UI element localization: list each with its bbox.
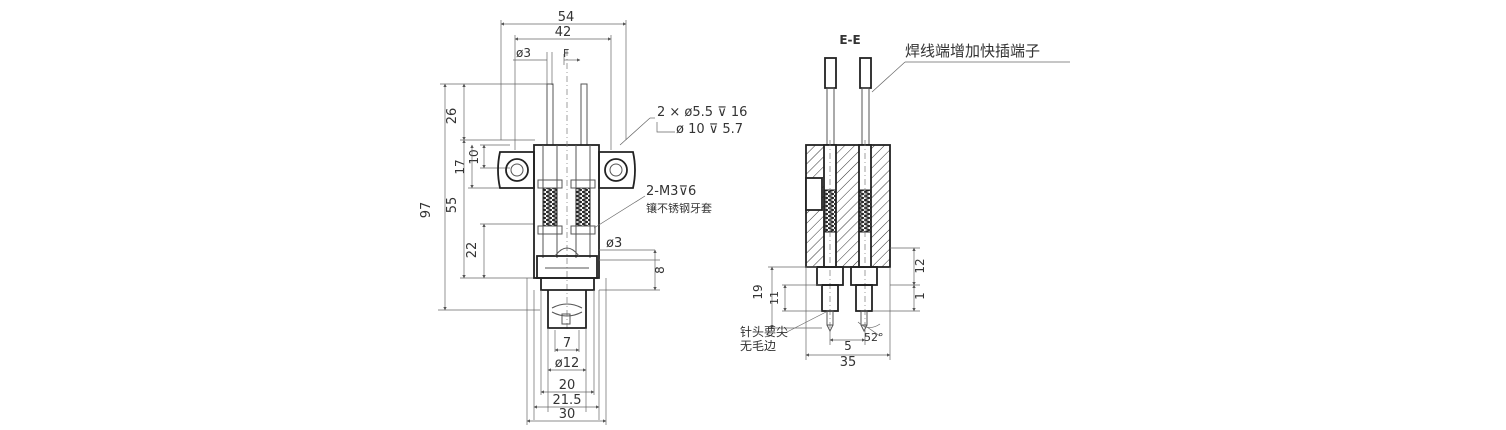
front-view: 54 42 ø3 F 97 26 55 10 17 22 bbox=[419, 10, 747, 425]
note-terminal: 焊线端增加快插端子 bbox=[905, 42, 1040, 60]
dim-1: 1 bbox=[913, 292, 927, 300]
note-hole-line2: ø 10 ⊽ 5.7 bbox=[676, 122, 743, 137]
dim-angle: 52° bbox=[864, 331, 884, 344]
section-label: E-E bbox=[839, 33, 860, 47]
dim-11: 11 bbox=[768, 291, 781, 305]
dim-19: 19 bbox=[751, 284, 765, 299]
dim-35: 35 bbox=[840, 355, 857, 370]
note-thread-line2: 镶不锈钢牙套 bbox=[646, 201, 712, 215]
dim-30: 30 bbox=[559, 407, 576, 422]
dim-7: 7 bbox=[563, 336, 571, 351]
dim-5: 5 bbox=[844, 339, 852, 353]
dim-12: 12 bbox=[913, 258, 927, 273]
dim-26: 26 bbox=[445, 108, 460, 125]
dim-22: 22 bbox=[465, 242, 480, 259]
dim-20: 20 bbox=[559, 378, 576, 393]
dim-8: 8 bbox=[653, 266, 667, 274]
note-hole-line1: 2 × ø5.5 ⊽ 16 bbox=[657, 105, 747, 120]
note-pin-line2: 无毛边 bbox=[740, 339, 776, 353]
dim-phi3-side: ø3 bbox=[606, 236, 622, 251]
dim-10: 10 bbox=[467, 149, 481, 164]
dim-21-5: 21.5 bbox=[553, 393, 582, 408]
dim-phi3-top: ø3 bbox=[516, 46, 531, 60]
dim-55: 55 bbox=[445, 197, 460, 214]
dim-17: 17 bbox=[453, 159, 467, 174]
dim-f-mark: F bbox=[563, 47, 569, 60]
section-view-e-e: E-E 焊线端增加快插端子 12 1 bbox=[740, 33, 1070, 370]
dim-phi12: ø12 bbox=[555, 356, 580, 371]
note-pin-line1: 针头要尖 bbox=[740, 324, 788, 339]
dim-54: 54 bbox=[558, 10, 575, 25]
dim-42: 42 bbox=[555, 25, 572, 40]
note-thread-line1: 2-M3⊽6 bbox=[646, 184, 696, 199]
dim-97: 97 bbox=[419, 202, 434, 219]
